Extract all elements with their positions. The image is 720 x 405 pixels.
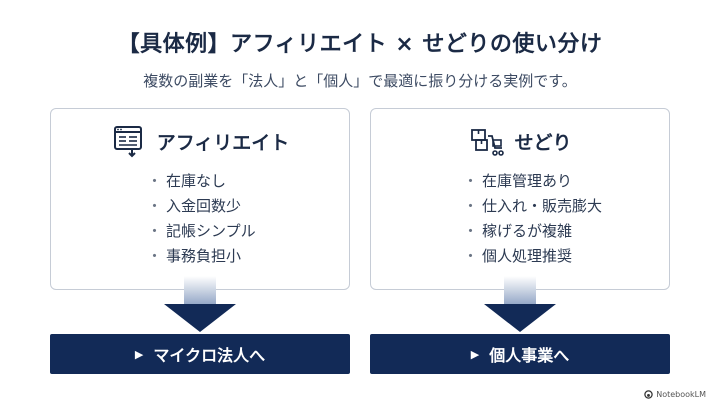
sedori-card: せどり ・在庫管理あり ・仕入れ・販売膨大 ・稼げるが複雑 ・個人処理推奨: [370, 108, 670, 290]
slide-subtitle: 複数の副業を「法人」と「個人」で最適に振り分ける実例です。: [143, 72, 577, 90]
affiliate-card-header: アフィリエイト: [51, 123, 349, 159]
sedori-card-header: せどり: [371, 123, 669, 159]
list-item: ・在庫管理あり: [463, 172, 573, 190]
list-item: ・稼げるが複雑: [463, 222, 573, 240]
down-arrow-icon: [484, 276, 556, 332]
list-item: ・入金回数少: [147, 197, 242, 215]
sedori-card-title: せどり: [514, 131, 572, 154]
notebooklm-logo-icon: [644, 390, 653, 399]
micro-corporation-result: ▶ マイクロ法人へ: [50, 334, 350, 374]
web-document-icon: [111, 123, 147, 159]
notebooklm-watermark: NotebookLM: [644, 390, 706, 399]
affiliate-feature-list: ・在庫なし ・入金回数少 ・記帳シンプル ・事務負担小: [147, 169, 256, 269]
brand-label: NotebookLM: [656, 390, 706, 399]
boxes-cart-icon: [468, 123, 505, 159]
list-item: ・事務負担小: [147, 247, 242, 265]
down-arrow-icon: [164, 276, 236, 332]
sedori-feature-list: ・在庫管理あり ・仕入れ・販売膨大 ・稼げるが複雑 ・個人処理推奨: [463, 169, 602, 269]
list-item: ・記帳シンプル: [147, 222, 256, 240]
result-label: マイクロ法人へ: [153, 346, 266, 365]
slide-title: 【具体例】アフィリエイト × せどりの使い分け: [117, 32, 603, 57]
sole-proprietor-result: ▶ 個人事業へ: [370, 334, 670, 374]
affiliate-card: アフィリエイト ・在庫なし ・入金回数少 ・記帳シンプル ・事務負担小: [50, 108, 350, 290]
play-triangle-icon: ▶: [134, 347, 144, 361]
list-item: ・在庫なし: [147, 172, 227, 190]
list-item: ・個人処理推奨: [463, 247, 573, 265]
affiliate-card-title: アフィリエイト: [156, 131, 290, 154]
play-triangle-icon: ▶: [470, 347, 480, 361]
list-item: ・仕入れ・販売膨大: [463, 197, 603, 215]
result-label: 個人事業へ: [489, 346, 570, 365]
